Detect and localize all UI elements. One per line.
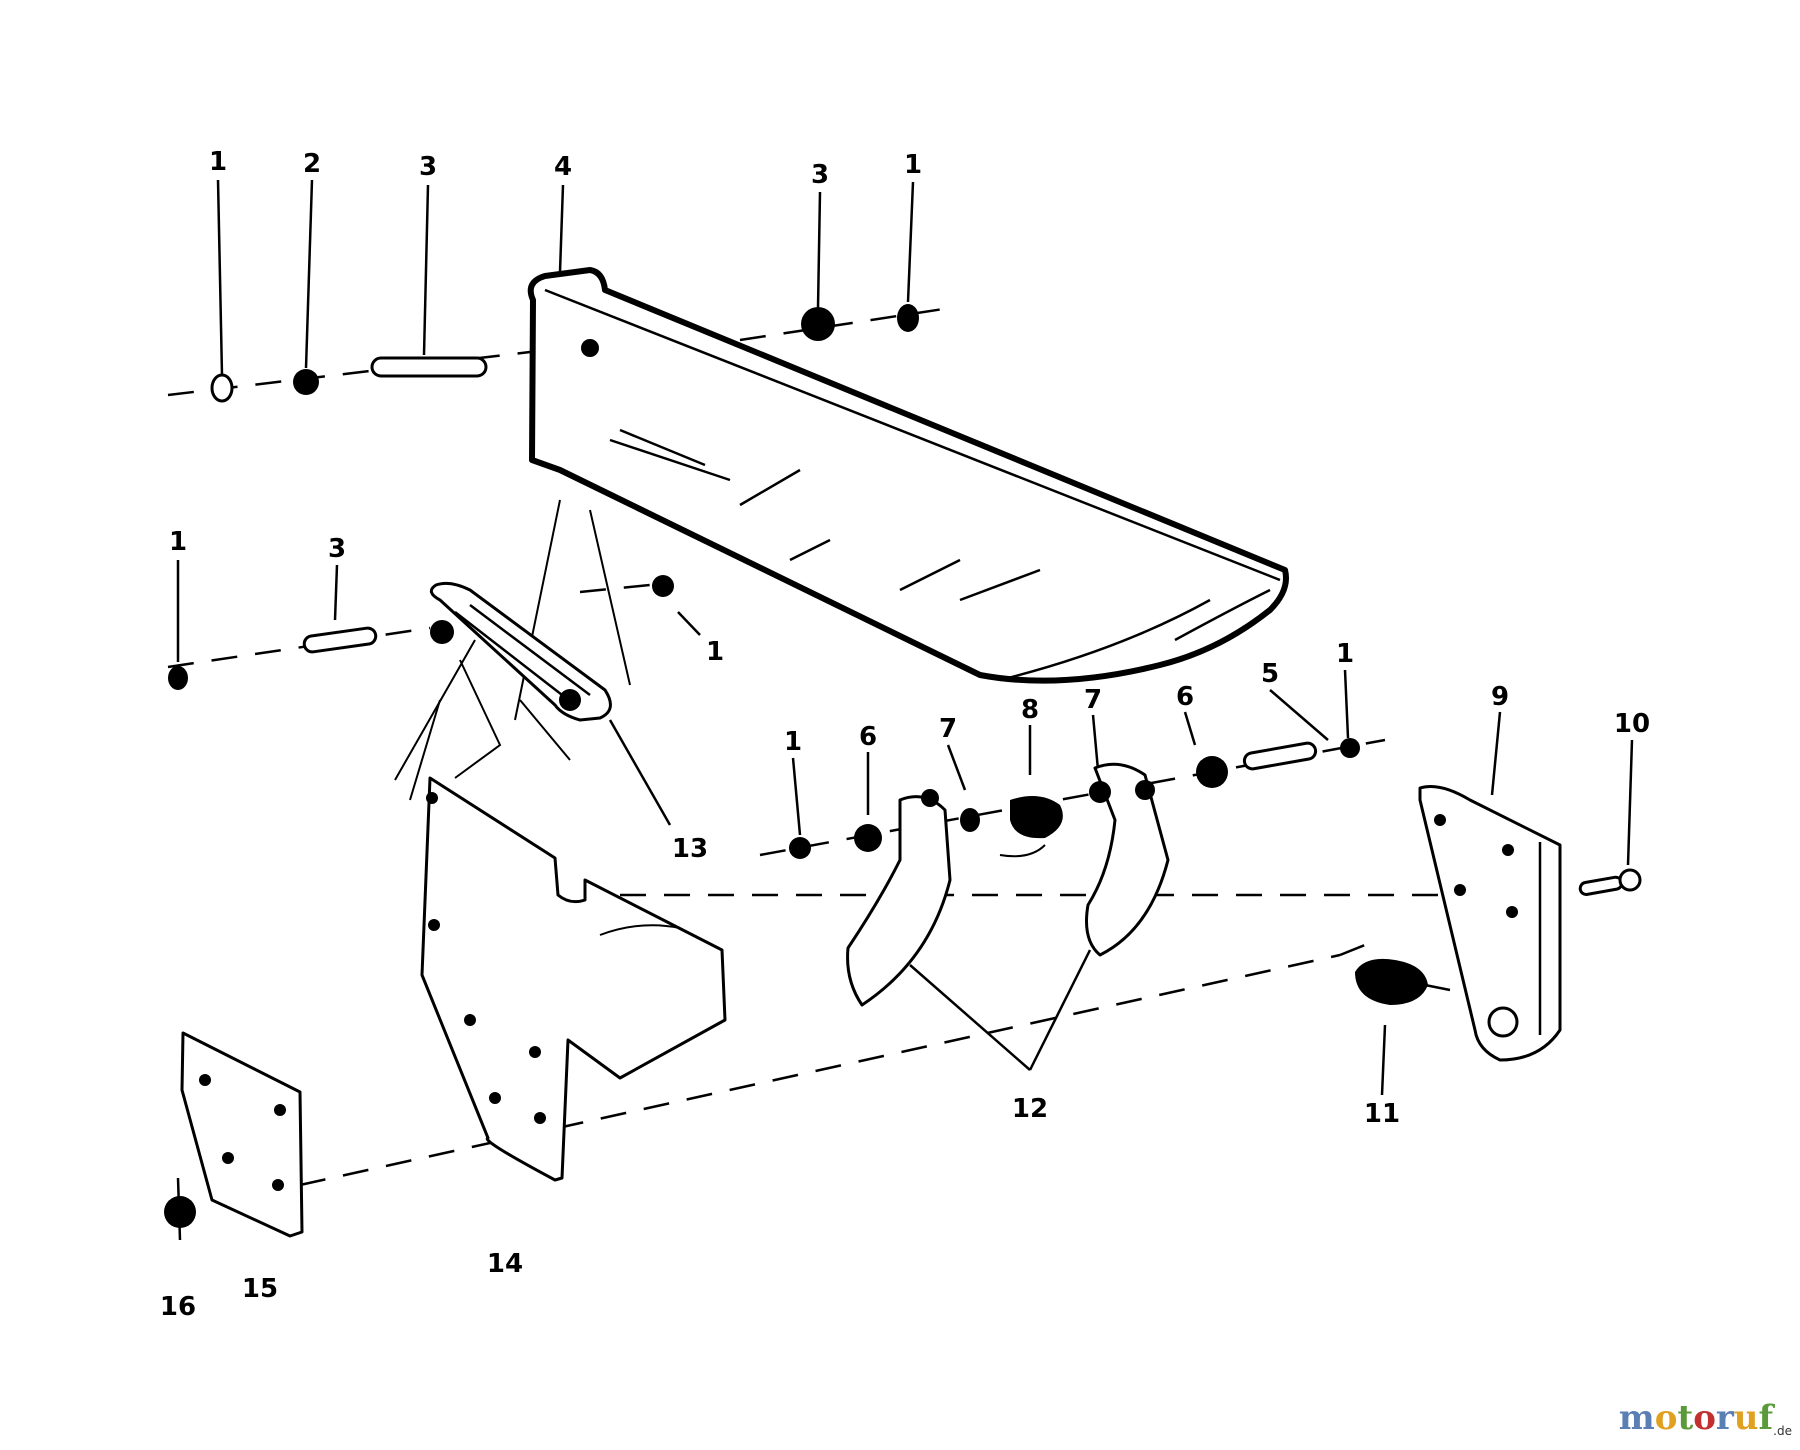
plate-part-14 bbox=[420, 776, 727, 1182]
arms-part-12 bbox=[789, 762, 1170, 1007]
callout-1: 1 bbox=[904, 150, 922, 180]
fasteners-upper bbox=[210, 304, 919, 403]
knob-icon bbox=[1355, 958, 1428, 1005]
callout-3: 3 bbox=[811, 160, 829, 190]
plate-part-15 bbox=[164, 1031, 304, 1238]
callout-1: 1 bbox=[209, 147, 227, 177]
washer-icon bbox=[854, 824, 882, 852]
watermark-tld: .de bbox=[1773, 1424, 1792, 1438]
callout-7: 7 bbox=[1084, 685, 1102, 715]
watermark-letter: o bbox=[1693, 1398, 1716, 1438]
watermark-letter: t bbox=[1677, 1398, 1694, 1438]
callout-5: 5 bbox=[1261, 659, 1279, 689]
assembly-axes bbox=[167, 306, 1530, 1187]
watermark-letter: f bbox=[1758, 1398, 1774, 1438]
nut-icon bbox=[168, 666, 188, 690]
fasteners-9-area bbox=[1355, 868, 1642, 1005]
callout-9: 9 bbox=[1491, 682, 1509, 712]
leader-lines bbox=[176, 179, 1634, 1241]
watermark-letter: o bbox=[1654, 1398, 1678, 1438]
callout-4: 4 bbox=[554, 152, 572, 182]
callout-6: 6 bbox=[1176, 682, 1194, 712]
washer-icon bbox=[1196, 756, 1228, 788]
spring-icon bbox=[1010, 796, 1063, 839]
callout-7: 7 bbox=[939, 714, 957, 744]
callout-12: 12 bbox=[1012, 1094, 1048, 1124]
callout-2: 2 bbox=[303, 149, 321, 179]
callout-14: 14 bbox=[487, 1249, 523, 1279]
washer-icon bbox=[801, 307, 835, 341]
bracket-part-13 bbox=[168, 575, 674, 722]
nut-icon bbox=[164, 1196, 196, 1228]
nut-icon bbox=[652, 575, 674, 597]
fasteners-right bbox=[1196, 738, 1360, 788]
callout-15: 15 bbox=[242, 1274, 278, 1304]
callout-1: 1 bbox=[706, 637, 724, 667]
callout-3: 3 bbox=[419, 152, 437, 182]
watermark-letter: m bbox=[1618, 1398, 1655, 1438]
callout-10: 10 bbox=[1614, 709, 1650, 739]
callout-1: 1 bbox=[169, 527, 187, 557]
guard-part-4 bbox=[527, 267, 1289, 684]
callout-13: 13 bbox=[672, 834, 708, 864]
watermark-letter: u bbox=[1733, 1398, 1759, 1438]
callout-11: 11 bbox=[1364, 1099, 1400, 1129]
nut-icon bbox=[1340, 738, 1360, 758]
pin-icon bbox=[1242, 741, 1318, 771]
nut-icon bbox=[897, 304, 919, 332]
motoruf-watermark-logo: motoruf.de bbox=[1619, 1398, 1792, 1438]
watermark-letter: r bbox=[1715, 1398, 1734, 1438]
nut-icon bbox=[789, 837, 811, 859]
callout-8: 8 bbox=[1021, 695, 1039, 725]
nut-icon bbox=[210, 373, 234, 403]
callout-1: 1 bbox=[1336, 639, 1354, 669]
pin-icon bbox=[302, 626, 378, 654]
callout-3: 3 bbox=[328, 534, 346, 564]
callout-16: 16 bbox=[160, 1292, 196, 1322]
bolt-icon bbox=[1578, 875, 1624, 896]
bracket-part-9 bbox=[1418, 785, 1562, 1062]
callout-1: 1 bbox=[784, 727, 802, 757]
washer-icon bbox=[293, 369, 319, 395]
pin-icon bbox=[370, 356, 488, 378]
callout-6: 6 bbox=[859, 722, 877, 752]
callout-labels: 1 2 3 4 3 1 1 3 1 13 1 6 7 8 7 6 5 1 9 1… bbox=[160, 147, 1650, 1322]
